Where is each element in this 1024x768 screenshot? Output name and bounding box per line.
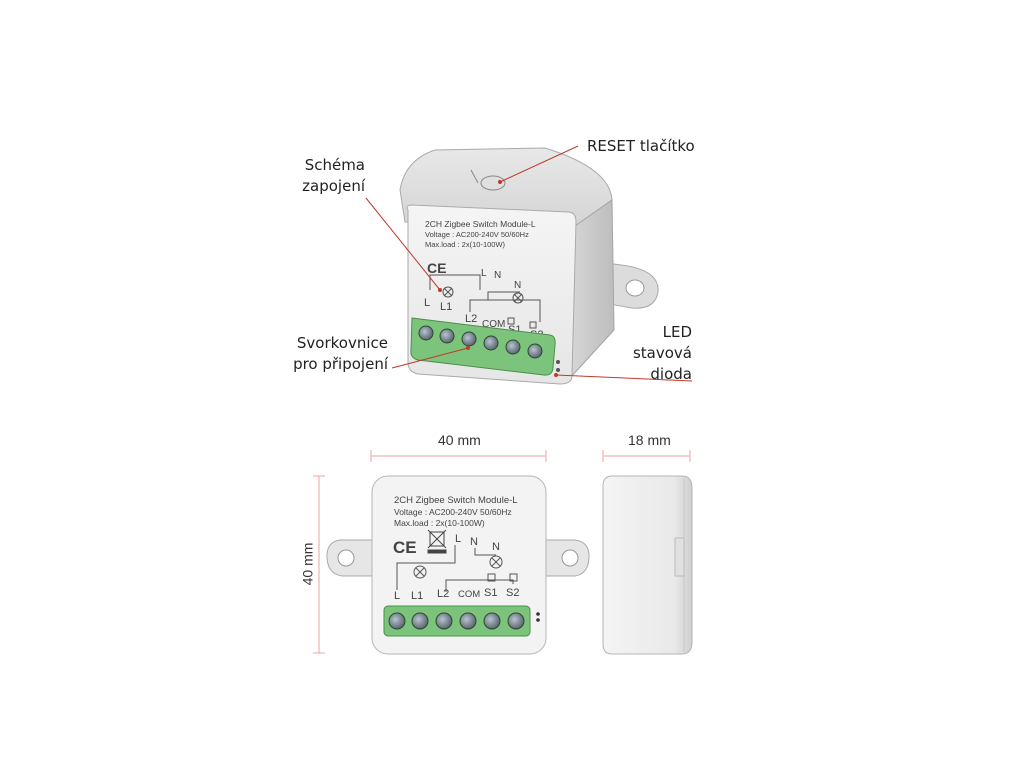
module-front-led [536, 612, 540, 616]
module-front-top-label-n2: N [492, 541, 500, 553]
module-side-view [602, 475, 693, 655]
module-3d-terminal-label-l2: L2 [465, 313, 477, 325]
module-front-terminal-label-l1: L1 [411, 590, 423, 602]
module-3d-maxload: Max.load : 2x(10-100W) [425, 240, 506, 249]
callout-reset: RESET tlačítko [587, 137, 695, 155]
module-front-title: 2CH Zigbee Switch Module-L [394, 495, 518, 506]
module-3d-led [556, 360, 560, 364]
callout-lines [365, 145, 693, 382]
module-3d-schematic [429, 274, 541, 329]
callout-terminal-line2: pro připojení [293, 355, 388, 373]
dimension-depth: 18 mm [628, 432, 671, 448]
callout-dots [438, 180, 558, 377]
module-3d-terminal-label-l1: L1 [440, 301, 452, 313]
module-front-maxload: Max.load : 2x(10-100W) [394, 518, 485, 528]
callout-led-line1: LED [662, 323, 692, 341]
callout-schema-line2: zapojení [302, 177, 365, 195]
module-3d-top-label-l: L [481, 268, 487, 279]
module-3d-top-label-n: N [494, 270, 501, 281]
module-3d-ce-mark: CE [427, 260, 446, 276]
module-front-terminal-label-l: L [394, 590, 400, 602]
module-front-terminal-label-l2: L2 [437, 588, 449, 600]
module-front-view: 2CH Zigbee Switch Module-L Voltage : AC2… [326, 475, 590, 655]
dimension-lines [313, 450, 691, 654]
module-3d-view: 2CH Zigbee Switch Module-L Voltage : AC2… [399, 147, 659, 385]
module-front-screws [388, 612, 525, 630]
callout-terminal: Svorkovnice pro připojení [280, 333, 388, 375]
dimension-width: 40 mm [438, 432, 481, 448]
callout-schema-line1: Schéma [304, 156, 365, 174]
module-front-terminal-label-s1: S1 [484, 587, 497, 599]
module-3d-voltage: Voltage : AC200-240V 50/60Hz [425, 230, 529, 239]
callout-led-line3: dioda [650, 365, 692, 383]
module-3d-top-label-n2: N [514, 280, 521, 291]
callout-led-line2: stavová [632, 344, 692, 362]
module-front-top-label-n: N [470, 536, 478, 548]
module-front-schematic [396, 545, 518, 592]
callout-terminal-line1: Svorkovnice [296, 334, 388, 352]
callout-schema: Schéma zapojení [290, 155, 365, 197]
module-front-terminal-label-com: COM [458, 589, 480, 600]
module-3d-screws [418, 325, 543, 359]
module-3d-title: 2CH Zigbee Switch Module-L [425, 219, 536, 229]
module-3d-terminal-label-l: L [424, 297, 430, 309]
module-3d-terminal-label-com: COM [482, 319, 505, 330]
weee-bin-icon [427, 529, 447, 554]
module-front-top-label-l: L [455, 533, 461, 545]
callout-led: LED stavová dioda [620, 322, 692, 385]
module-front-terminal-label-s2: S2 [506, 587, 519, 599]
module-front-ce-mark: CE [393, 538, 417, 557]
module-front-voltage: Voltage : AC200-240V 50/60Hz [394, 507, 512, 517]
reset-button [480, 175, 506, 191]
